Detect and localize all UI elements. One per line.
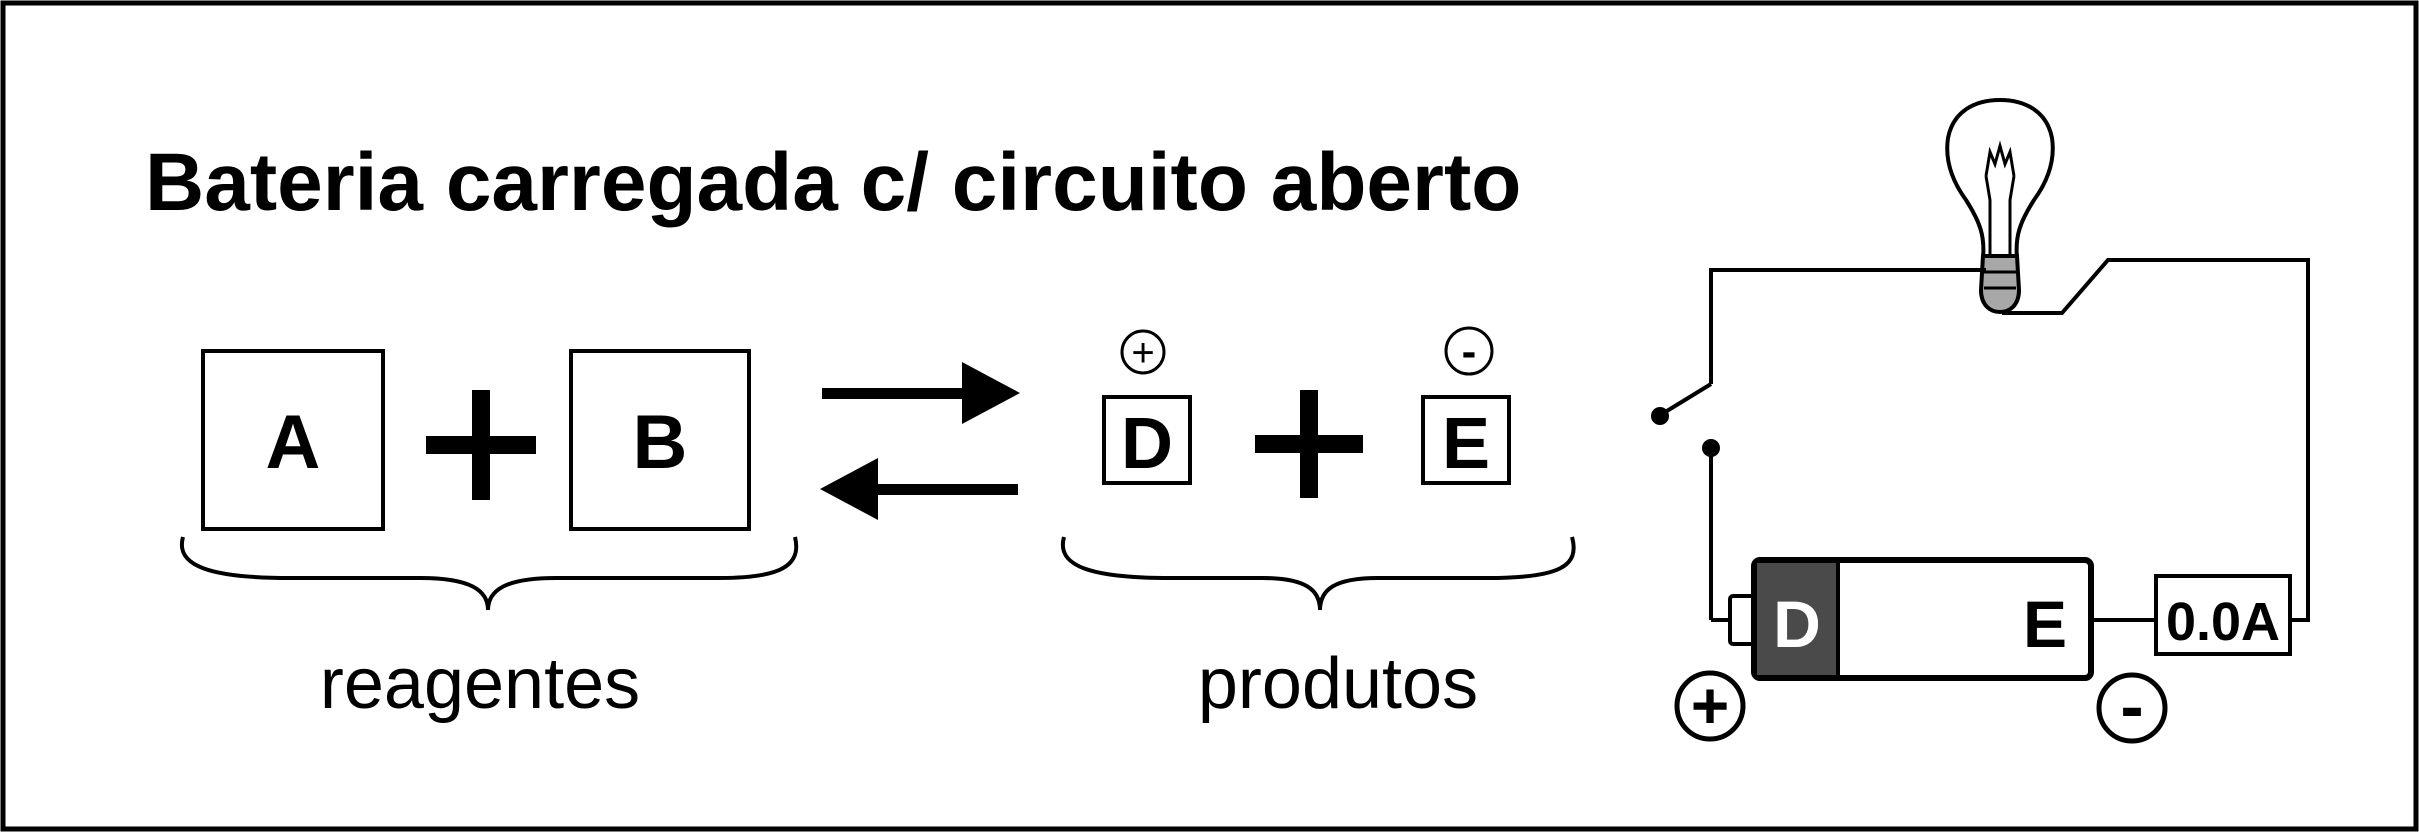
products-label: produtos [1198,644,1478,724]
forward-arrow [822,362,1020,424]
reagents-brace [179,536,799,611]
open-switch [1651,382,1720,457]
positive-terminal-sign: + [1691,668,1730,742]
reagent-a-label: A [266,400,321,485]
product-e-box: E [1421,395,1511,485]
light-bulb [1945,97,2055,315]
battery: D E [1728,557,2094,681]
product-e-charge: - [1444,326,1494,376]
battery-cap [1728,594,1756,646]
reagents-label: reagentes [320,644,640,724]
ammeter: 0.0A [2154,574,2292,656]
reagent-b-label: B [633,400,688,485]
product-d-label: D [1121,404,1173,484]
product-e-charge-sign: - [1462,327,1477,376]
product-e-label: E [1442,404,1490,484]
reverse-arrow [820,458,1018,520]
product-plus-sign [1255,390,1363,498]
ammeter-reading: 0.0A [2166,592,2280,652]
positive-terminal-marker: + [1674,668,1746,742]
diagram-title: Bateria carregada c/ circuito aberto [145,137,1521,228]
battery-right-label: E [2023,587,2067,661]
battery-d-section [1757,563,1838,675]
reagent-b-box: B [569,349,751,531]
negative-terminal-marker: - [2096,667,2168,745]
reagent-plus-sign [426,390,536,500]
product-d-box: D [1102,395,1192,485]
battery-left-label: D [1773,587,1821,661]
products-brace [1060,536,1576,611]
circuit-wires [1709,258,2310,622]
product-d-charge: + [1120,329,1166,375]
product-d-charge-sign: + [1131,331,1154,375]
reagent-a-box: A [201,349,385,531]
negative-terminal-sign: - [2120,667,2143,745]
